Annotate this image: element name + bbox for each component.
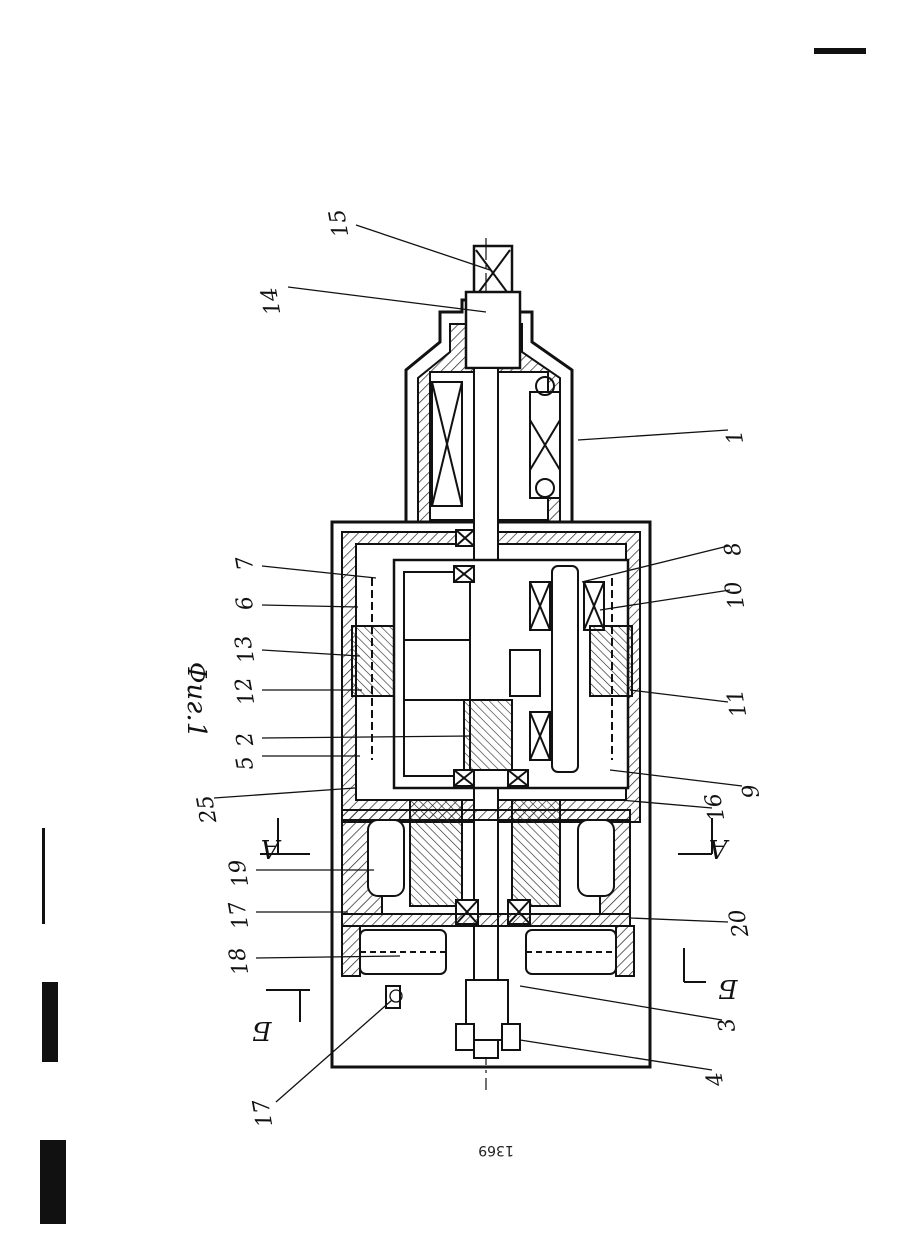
- part-label-18: 18: [225, 945, 254, 977]
- page-number: 1369: [478, 1142, 514, 1158]
- part-label-12: 12: [231, 675, 260, 707]
- part-label-6: 6: [232, 594, 259, 612]
- part-label-7: 7: [232, 554, 259, 572]
- section-mark-a-left: А: [260, 833, 282, 863]
- section-mark-b-right: Б: [718, 973, 738, 1003]
- part-label-10: 10: [721, 579, 750, 611]
- part-label-4: 4: [702, 1070, 729, 1089]
- part-label-17-flange: 17: [249, 1097, 278, 1129]
- part-label-25: 25: [193, 793, 223, 826]
- part-label-8: 8: [720, 540, 747, 558]
- part-label-19: 19: [225, 857, 254, 889]
- part-label-20: 20: [725, 907, 755, 940]
- part-label-15: 15: [325, 207, 354, 239]
- section-mark-b-left: Б: [252, 1015, 272, 1045]
- part-label-9: 9: [738, 782, 765, 800]
- part-label-17: 17: [225, 899, 254, 931]
- part-label-5: 5: [232, 754, 259, 772]
- part-label-1: 1: [722, 428, 749, 446]
- part-label-13: 13: [231, 633, 260, 665]
- gearbox-section-drawing: [332, 238, 650, 1090]
- part-label-11: 11: [723, 687, 752, 719]
- section-mark-a-right: А: [708, 833, 730, 863]
- figure-caption: Фиг.1: [181, 662, 211, 738]
- part-label-16: 16: [701, 791, 730, 823]
- part-label-2: 2: [232, 730, 259, 749]
- part-label-14: 14: [257, 285, 286, 317]
